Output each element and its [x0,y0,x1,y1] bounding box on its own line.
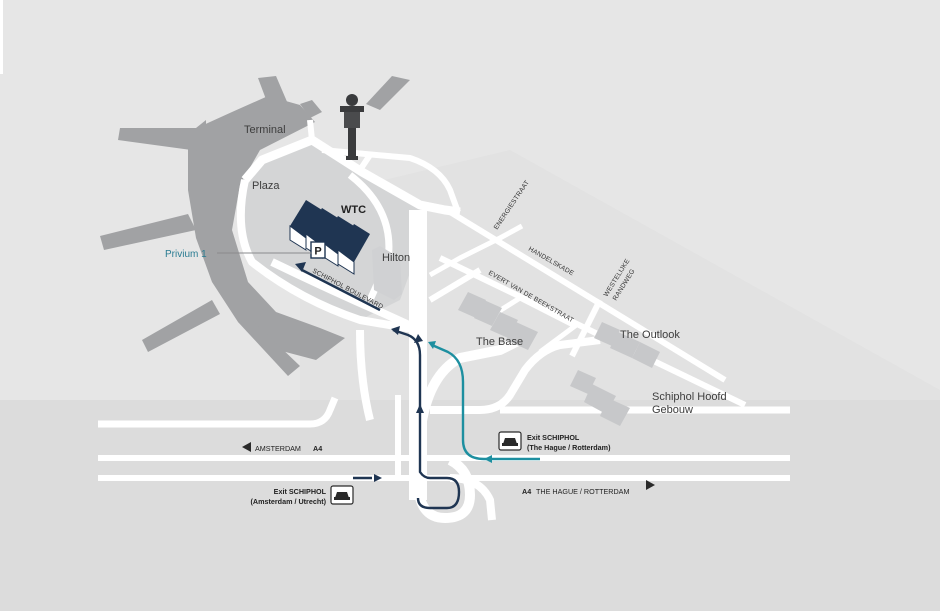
route-arrows-dark [295,262,424,482]
plaza-label: Plaza [252,180,280,192]
parking-icon-label: P [314,246,321,258]
parking-icon[interactable]: P [310,241,326,259]
terminal-label: Terminal [244,124,286,136]
hilton-label: Hilton [382,252,410,264]
amsterdam-road-label: A4 [313,444,322,453]
arrow-left-icon [242,442,251,452]
business-area [300,150,940,400]
car-icon [330,485,354,505]
schiphol-hoofd-label-1: Schiphol Hoofd [652,391,727,403]
wtc-building [289,200,370,275]
schiphol-hoofd-label-2: Gebouw [652,404,693,416]
exit-hague-subtitle: (The Hague / Rotterdam) [527,443,611,452]
wtc-label: WTC [341,204,366,216]
privium-label: Privium 1 [165,249,207,260]
office-buildings [458,292,660,426]
control-tower-icon [340,94,364,160]
hilton-building [372,246,402,300]
hague-road-label: A4 [522,487,531,496]
route-arrows-teal [428,341,492,463]
exit-hague-title: Exit SCHIPHOL [527,433,580,442]
route-amsterdam-exit [301,268,461,510]
amsterdam-label: AMSTERDAM [255,444,301,453]
top-left-notch [0,0,3,74]
hague-label: THE HAGUE / ROTTERDAM [536,487,629,496]
the-outlook-label: The Outlook [620,329,680,341]
the-base-label: The Base [476,336,523,348]
exit-amsterdam-title: Exit SCHIPHOL [274,487,327,496]
arrow-right-icon [646,480,655,490]
terminal-building [100,76,410,376]
route-hague-exit [431,343,540,461]
car-icon [498,431,522,451]
exit-amsterdam-subtitle: (Amsterdam / Utrecht) [251,497,327,506]
